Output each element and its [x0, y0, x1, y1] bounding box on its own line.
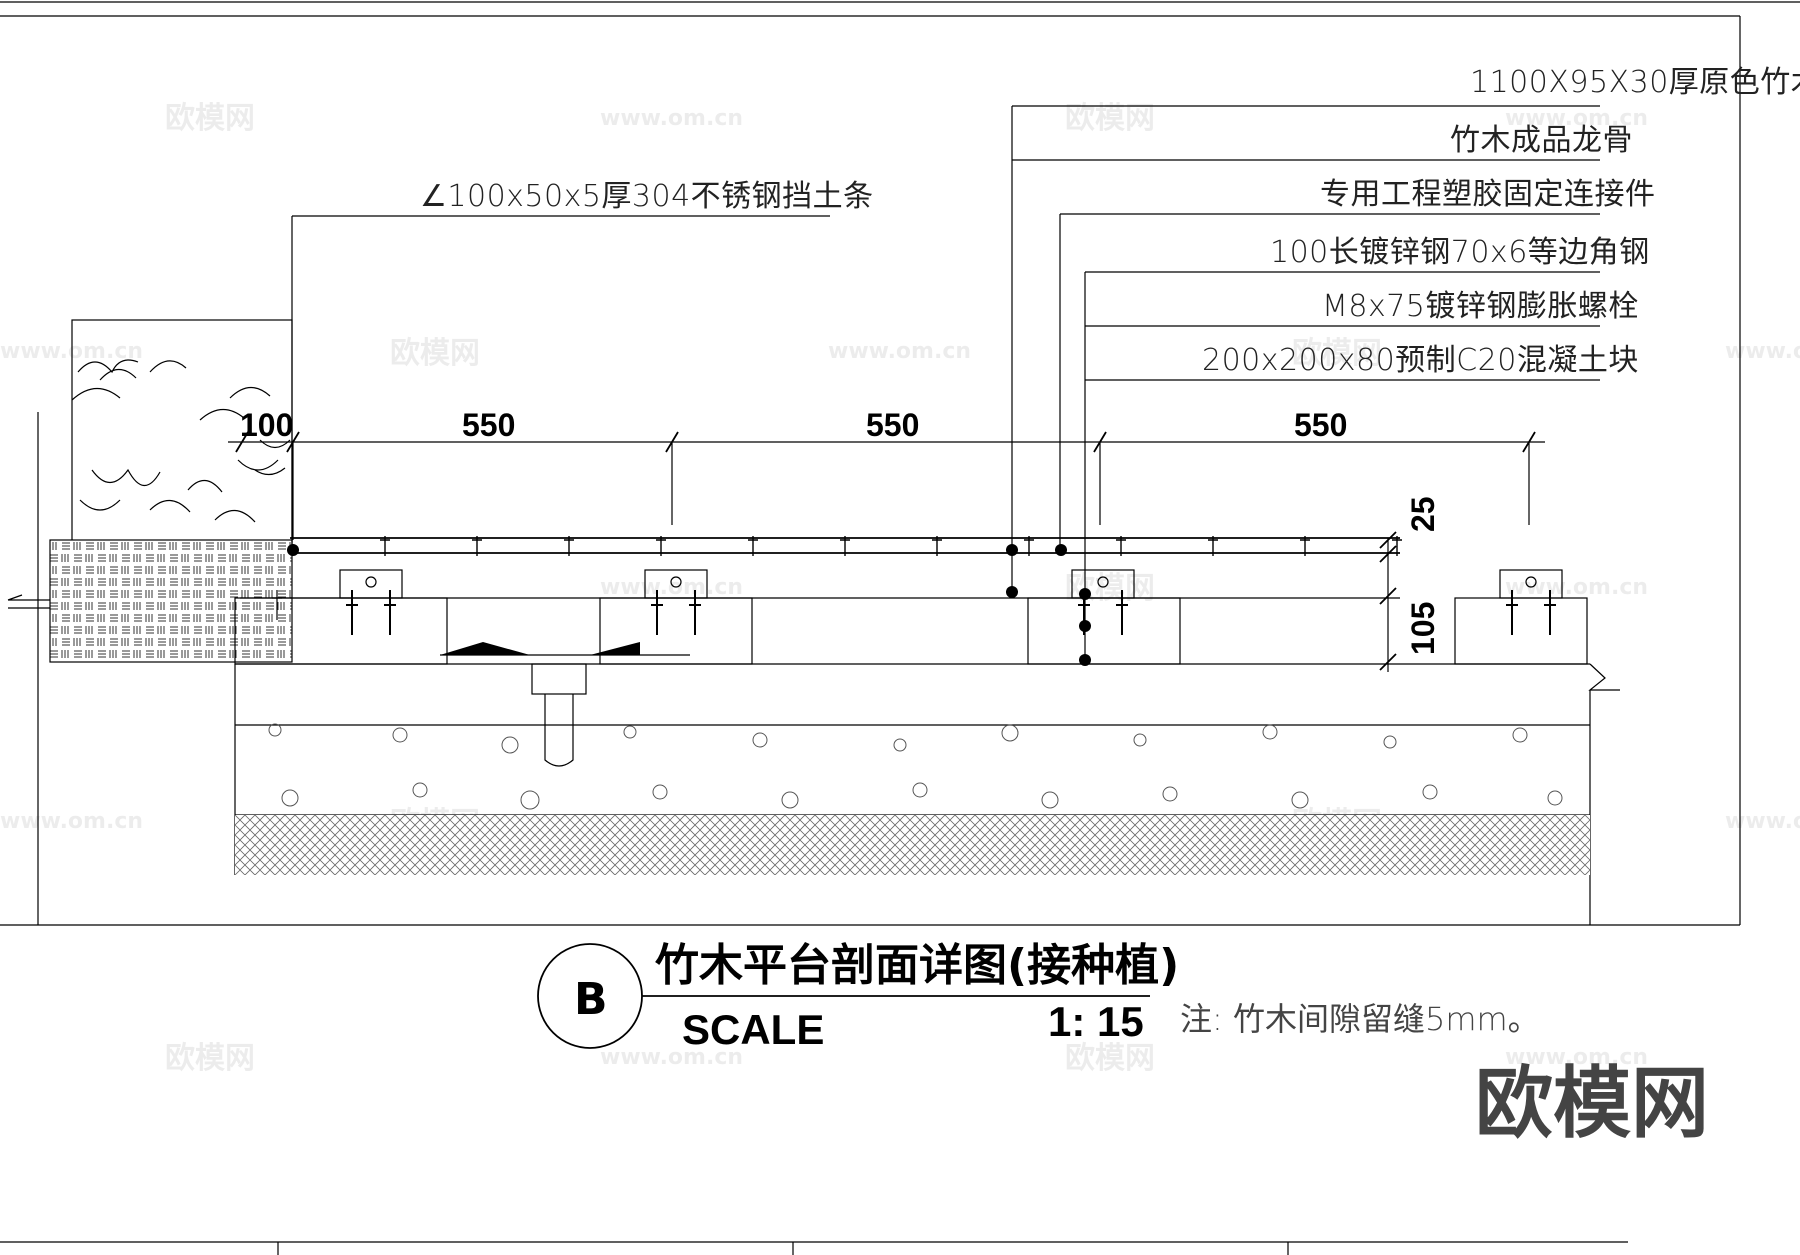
- scale-value: 1: 15: [1048, 998, 1144, 1045]
- watermark-layer: 欧模网 www.om.cn 欧模网 www.om.cn 欧模网 www.om.c…: [0, 101, 1800, 1076]
- title-block: B 竹木平台剖面详图(接种植) SCALE 1: 15 注: 竹木间隙留缝5mm…: [537, 940, 1540, 1053]
- planting-zone: [7, 319, 293, 663]
- svg-text:欧模网: 欧模网: [1292, 336, 1382, 371]
- label-bolt: M8x75镀锌钢膨胀螺栓: [1322, 289, 1639, 324]
- svg-text:www.om.cn: www.om.cn: [1505, 106, 1648, 131]
- scale-label: SCALE: [682, 1006, 824, 1053]
- dim-550-a: 550: [462, 407, 515, 443]
- svg-text:欧模网: 欧模网: [1065, 571, 1155, 606]
- svg-text:www.om.cn: www.om.cn: [0, 809, 143, 834]
- label-concrete-block: 200x200x80预制C20混凝土块: [1202, 343, 1639, 378]
- callout-labels: ∠100x50x5厚304不锈钢挡土条 1100X95X30厚原色竹木 竹木成品…: [420, 65, 1800, 378]
- drawing-title: 竹木平台剖面详图(接种植): [655, 940, 1179, 991]
- drawing-note: 注: 竹木间隙留缝5mm。: [1180, 1000, 1540, 1038]
- leader-lines: [287, 105, 1600, 666]
- label-bamboo-board: 1100X95X30厚原色竹木: [1470, 65, 1800, 100]
- svg-text:欧模网: 欧模网: [390, 336, 480, 371]
- label-connector: 专用工程塑胶固定连接件: [1320, 177, 1656, 212]
- dim-25: 25: [1405, 496, 1441, 532]
- drain: [440, 642, 690, 767]
- substrate-layers: [234, 663, 1620, 875]
- site-logo: 欧模网: [1475, 1059, 1709, 1149]
- dim-100: 100: [240, 407, 293, 443]
- label-keel: 竹木成品龙骨: [1450, 123, 1633, 158]
- dim-550-c: 550: [1294, 407, 1347, 443]
- svg-text:欧模网: 欧模网: [165, 1041, 255, 1076]
- svg-text:www.om.cn: www.om.cn: [1725, 809, 1800, 834]
- dim-550-b: 550: [866, 407, 919, 443]
- svg-text:欧模网: 欧模网: [165, 101, 255, 136]
- section-marker: B: [574, 974, 608, 1025]
- svg-text:www.om.cn: www.om.cn: [1725, 339, 1800, 364]
- label-soil-strip: ∠100x50x5厚304不锈钢挡土条: [420, 179, 874, 214]
- svg-text:欧模网: 欧模网: [1065, 101, 1155, 136]
- concrete-blocks: [234, 590, 1588, 665]
- deck-screws: [380, 536, 1402, 556]
- svg-text:www.om.cn: www.om.cn: [828, 339, 971, 364]
- svg-text:www.om.cn: www.om.cn: [600, 1045, 743, 1070]
- deck-assembly: [240, 536, 1563, 599]
- svg-text:www.om.cn: www.om.cn: [1505, 1045, 1648, 1070]
- svg-text:www.om.cn: www.om.cn: [1505, 575, 1648, 600]
- label-angle-steel: 100长镀锌钢70x6等边角钢: [1270, 235, 1650, 270]
- svg-text:www.om.cn: www.om.cn: [600, 106, 743, 131]
- dim-105: 105: [1405, 602, 1441, 655]
- svg-text:欧模网: 欧模网: [1065, 1041, 1155, 1076]
- dimension-lines: 100 550 550 550 25 105: [228, 407, 1545, 672]
